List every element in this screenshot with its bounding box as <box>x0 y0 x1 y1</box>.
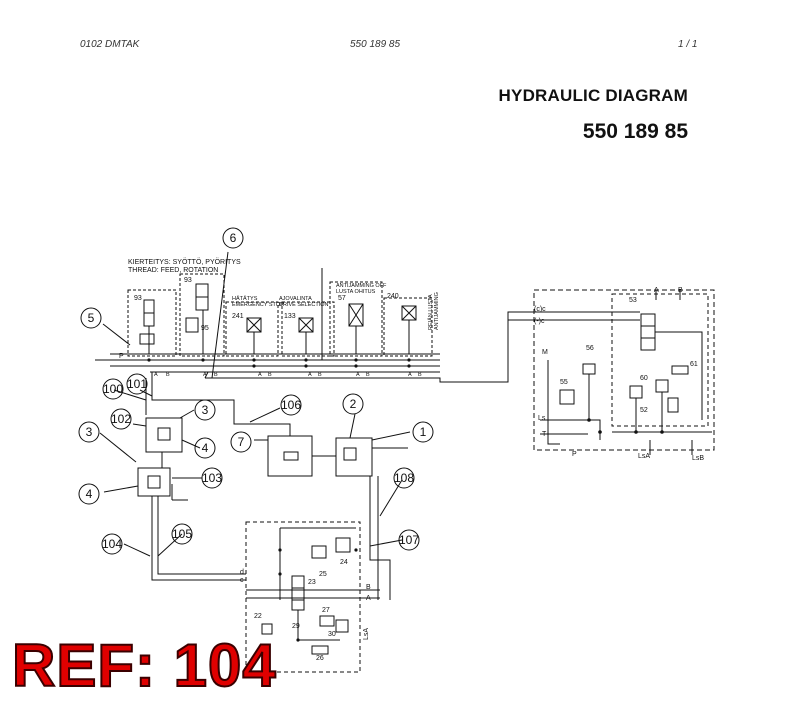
part-241: 241 <box>232 313 244 320</box>
port-a-bottom: A <box>366 595 371 602</box>
label-drive-en: DRIVE SELECTION <box>279 302 329 308</box>
bottom-valve-block <box>245 521 380 673</box>
port-lsa-bottom: LsA <box>363 628 370 640</box>
part-22: 22 <box>254 613 262 620</box>
port-b2: B <box>214 372 218 378</box>
callout-106: 106 <box>281 398 301 412</box>
page-indicator: 1 / 1 <box>678 39 698 50</box>
port-c-plus: (c)c <box>534 306 546 313</box>
port-b5: B <box>366 372 370 378</box>
port-b4: B <box>318 372 322 378</box>
port-m: M <box>542 349 548 356</box>
header-document-number: 550 189 85 <box>350 39 401 50</box>
callout-102: 102 <box>111 412 131 426</box>
callout-7: 7 <box>238 435 245 449</box>
callout-108: 108 <box>394 471 414 485</box>
part-61: 61 <box>690 361 698 368</box>
part-23: 23 <box>308 579 316 586</box>
port-a3: A <box>258 372 262 378</box>
port-p-remote: P <box>572 451 577 458</box>
callout-101: 101 <box>127 377 147 391</box>
callouts <box>78 227 434 555</box>
port-a-remote: A <box>654 287 659 294</box>
label-anti-en: LUSTA OHITUS <box>336 289 376 295</box>
part-53: 53 <box>629 297 637 304</box>
label-hole-fi: REIÄN LUSTA <box>427 294 434 330</box>
part-24: 24 <box>340 559 348 566</box>
port-d: d <box>240 569 244 576</box>
label-drive-fi: AJOVALINTA <box>279 296 312 302</box>
document-code: 0102 DMTAK <box>80 39 140 50</box>
label-anti-fi: ANTIJAMMING OFF <box>336 283 387 289</box>
callout-4b: 4 <box>86 487 93 501</box>
port-c-minus: (-)c <box>534 318 545 325</box>
port-a1: A <box>154 372 158 378</box>
part-93a: 93 <box>134 295 142 302</box>
page-title: HYDRAULIC DIAGRAM <box>498 86 688 105</box>
part-26: 26 <box>316 655 324 662</box>
part-95: 95 <box>201 325 209 332</box>
pressure-circuit <box>99 372 411 600</box>
callout-104: 104 <box>102 537 122 551</box>
callout-1: 1 <box>420 425 427 439</box>
port-lsa: LsA <box>638 453 650 460</box>
callout-107: 107 <box>399 533 419 547</box>
part-93b: 93 <box>184 277 192 284</box>
port-a6: A <box>408 372 412 378</box>
label-hole-en: ANTIJAMMING <box>434 292 440 330</box>
port-ls: Ls <box>538 415 546 422</box>
part-57: 57 <box>338 295 346 302</box>
label-estop-en: EMERGENCY STOP <box>232 302 284 308</box>
callout-5: 5 <box>88 311 95 325</box>
part-240: 240 <box>387 293 399 300</box>
part-27: 27 <box>322 607 330 614</box>
port-b3: B <box>268 372 272 378</box>
port-a5: A <box>356 372 360 378</box>
port-a4: A <box>308 372 312 378</box>
port-b6: B <box>418 372 422 378</box>
label-estop-fi: HÄTÄTYS <box>232 295 258 302</box>
callout-2: 2 <box>350 397 357 411</box>
port-a2: A <box>203 372 207 378</box>
main-valve-bank <box>95 251 640 383</box>
part-56: 56 <box>586 345 594 352</box>
port-b-remote: B <box>678 287 683 294</box>
label-thread-en: THREAD: FEED, ROTATION <box>128 267 218 274</box>
part-60: 60 <box>640 375 648 382</box>
remote-valve-group <box>533 289 715 455</box>
part-29: 29 <box>292 623 300 630</box>
callout-100: 100 <box>103 382 123 396</box>
port-lsb: LsB <box>692 455 704 462</box>
port-c: c <box>240 577 244 584</box>
reference-watermark: REF: 104 <box>11 632 277 699</box>
document-number: 550 189 85 <box>582 120 688 143</box>
part-55: 55 <box>560 379 568 386</box>
port-p-main: P <box>119 353 124 360</box>
part-133: 133 <box>284 313 296 320</box>
callout-6: 6 <box>230 231 237 245</box>
callout-3b: 3 <box>86 425 93 439</box>
callout-103: 103 <box>202 471 222 485</box>
part-52: 52 <box>640 407 648 414</box>
callout-3a: 3 <box>202 403 209 417</box>
port-t: T <box>542 431 547 438</box>
port-b-bottom: B <box>366 584 371 591</box>
part-30: 30 <box>328 631 336 638</box>
part-25: 25 <box>319 571 327 578</box>
port-b1: B <box>166 372 170 378</box>
callout-105: 105 <box>172 527 192 541</box>
label-thread-fi: KIERTEITYS: SYÖTTÖ, PYÖRITYS <box>128 258 241 266</box>
callout-4a: 4 <box>202 441 209 455</box>
